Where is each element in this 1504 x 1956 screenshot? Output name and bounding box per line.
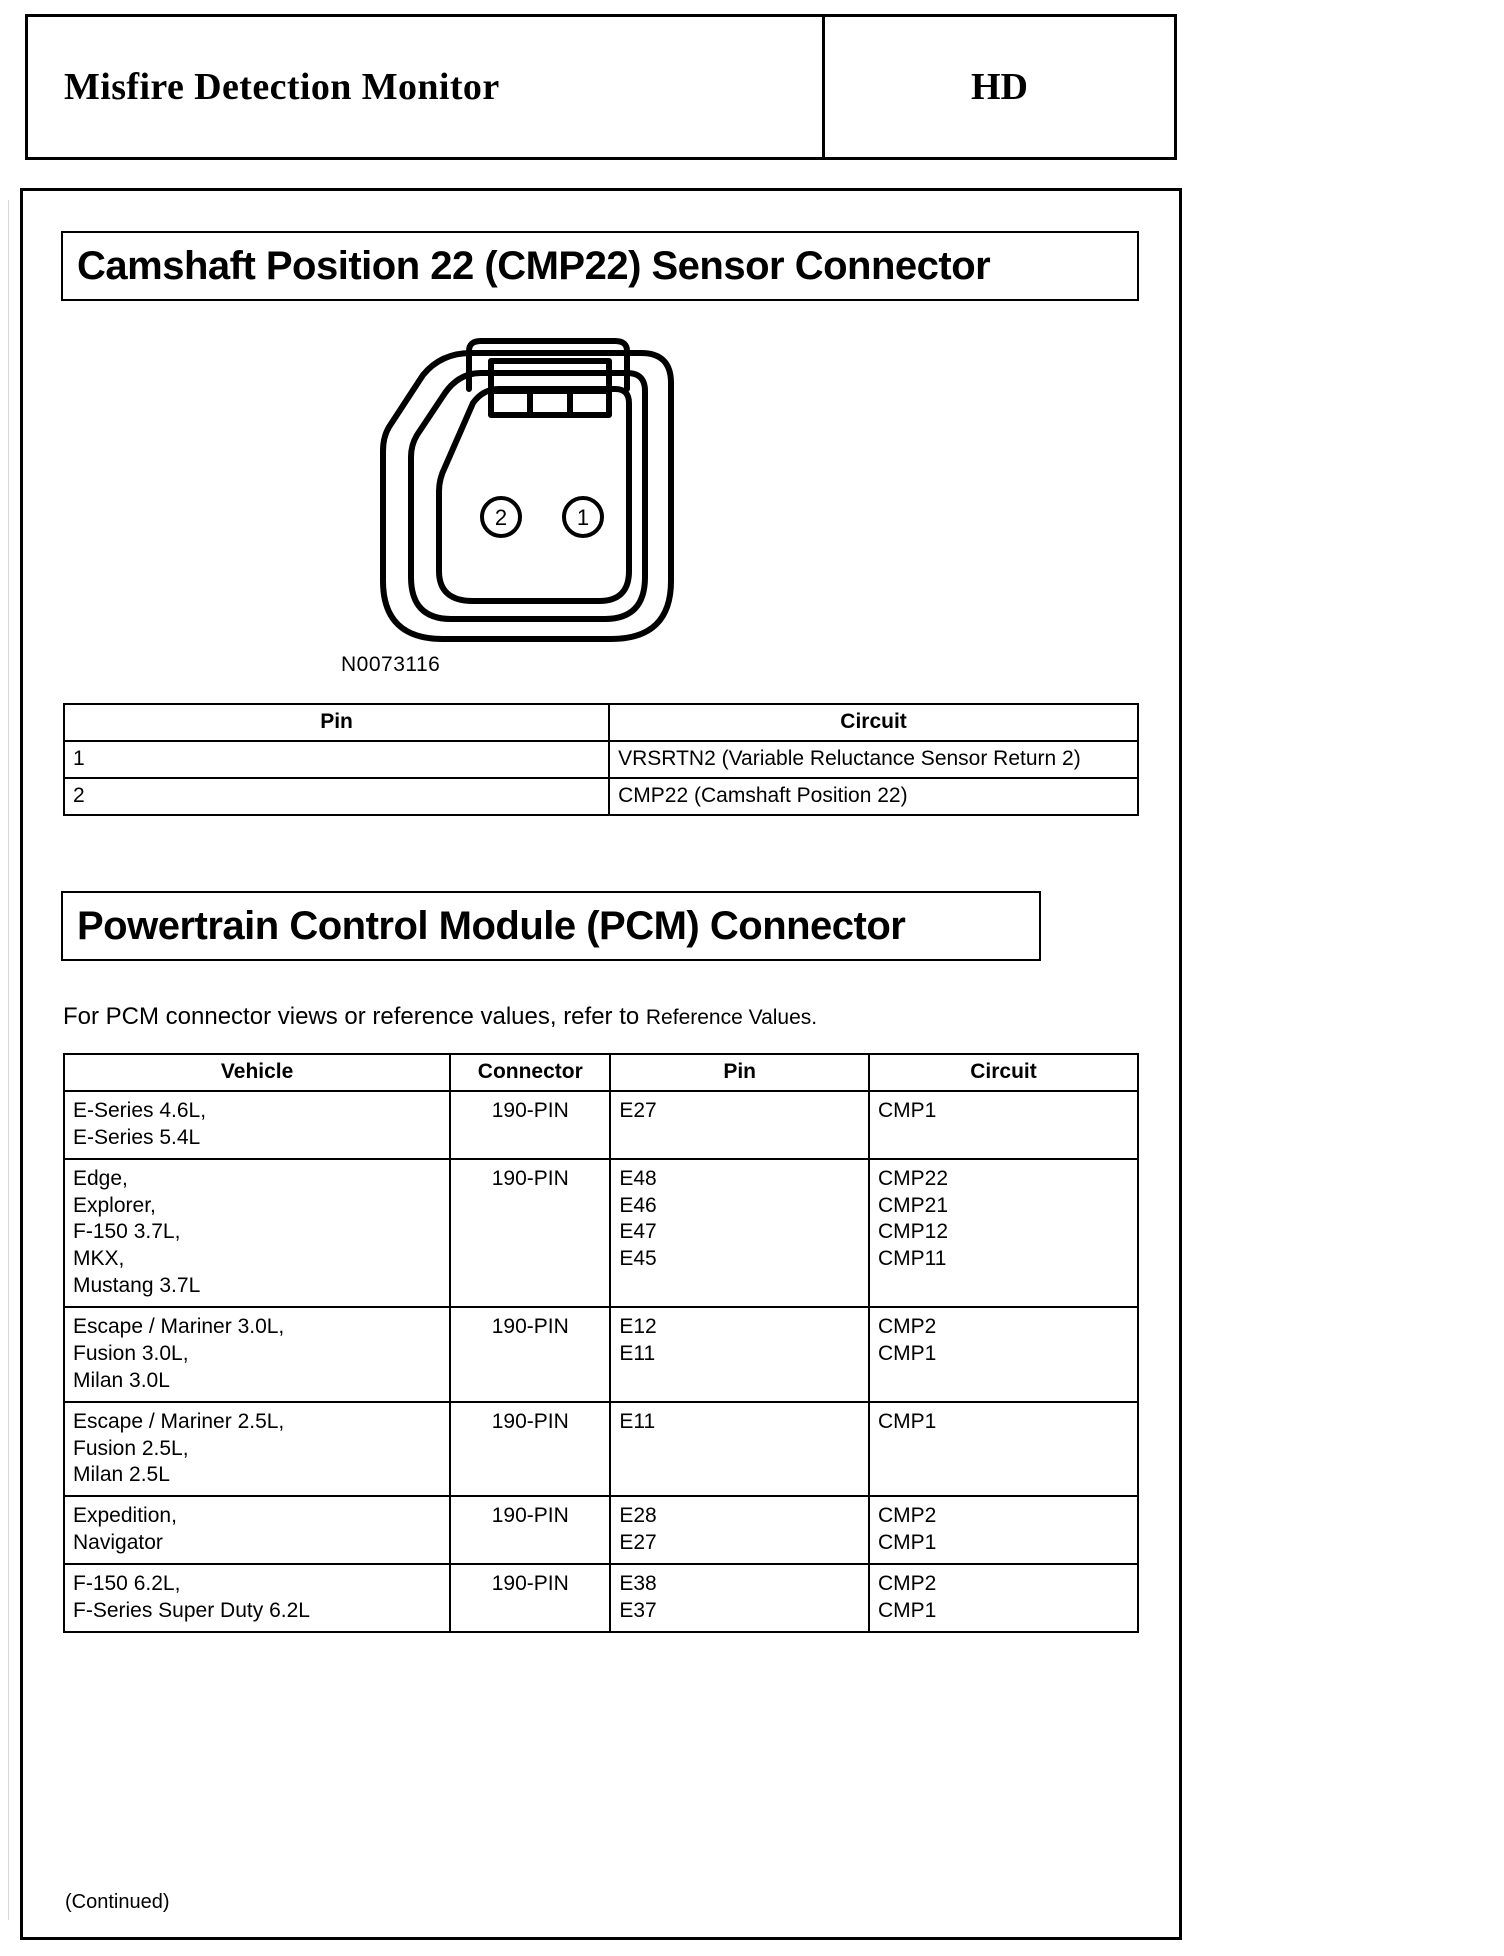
- connector-outer-shell: [380, 350, 674, 642]
- connector-cell: 190-PIN: [449, 1157, 612, 1309]
- header-code-cell: HD: [825, 14, 1177, 160]
- vehicle-cell: Escape / Mariner 3.0L, Fusion 3.0L, Mila…: [62, 1306, 452, 1403]
- connector-cell: 190-PIN: [449, 1563, 612, 1633]
- pin-marker-1-label: 1: [577, 505, 589, 530]
- pin-marker-1-circle: [562, 496, 604, 538]
- cmp22-pin-table: Pin Circuit 1 VRSRTN2 (Variable Reluctan…: [62, 703, 1139, 816]
- cmp22-connector-diagram: 2 1: [323, 331, 743, 661]
- table-row: Expedition, Navigator 190-PIN E28 E27 CM…: [62, 1495, 1140, 1565]
- reference-values-link[interactable]: Reference Values.: [645, 1006, 818, 1029]
- connector-svg: 2 1: [380, 338, 674, 642]
- section-heading-cmp22-label: Camshaft Position 22 (CMP22) Sensor Conn…: [77, 243, 991, 288]
- pin-cell: E28 E27: [609, 1495, 870, 1565]
- connector-cell: 190-PIN: [449, 1400, 612, 1498]
- monitor-code-badge: HD: [971, 66, 1028, 108]
- connector-body: [436, 386, 632, 604]
- circuit-cell: CMP2 CMP1: [867, 1306, 1140, 1403]
- vehicle-cell: Escape / Mariner 2.5L, Fusion 2.5L, Mila…: [62, 1400, 452, 1498]
- figure-id-label: N0073116: [341, 653, 441, 676]
- circuit-cell: CMP1: [867, 1400, 1140, 1498]
- connector-cell: 190-PIN: [449, 1306, 612, 1403]
- pin-table-header-pin: Pin: [62, 703, 611, 742]
- vehicle-cell: E-Series 4.6L, E-Series 5.4L: [62, 1089, 452, 1160]
- vehicle-cell: Expedition, Navigator: [62, 1495, 452, 1565]
- section-heading-cmp22: Camshaft Position 22 (CMP22) Sensor Conn…: [61, 231, 1139, 301]
- section-heading-pcm: Powertrain Control Module (PCM) Connecto…: [61, 891, 1041, 961]
- table-row: 1 VRSRTN2 (Variable Reluctance Sensor Re…: [62, 739, 1139, 779]
- content-frame: Camshaft Position 22 (CMP22) Sensor Conn…: [20, 188, 1182, 1940]
- scan-crease: [8, 200, 9, 1920]
- table-row: Edge, Explorer, F-150 3.7L, MKX, Mustang…: [62, 1157, 1140, 1309]
- circuit-cell: CMP2 CMP1: [867, 1563, 1140, 1633]
- connector-cell: 190-PIN: [449, 1089, 612, 1160]
- pcm-vehicle-table: Vehicle Connector Pin Circuit E-Series 4…: [62, 1053, 1140, 1633]
- pin-table-cell-pin: 1: [62, 739, 611, 779]
- vehicle-table-header-pin: Pin: [609, 1053, 870, 1092]
- continued-label: (Continued): [65, 1891, 170, 1913]
- pin-cell: E38 E37: [609, 1563, 870, 1633]
- pin-table-cell-circuit: VRSRTN2 (Variable Reluctance Sensor Retu…: [608, 739, 1139, 779]
- pin-cell: E11: [609, 1400, 870, 1498]
- pin-table-header-row: Pin Circuit: [62, 703, 1139, 742]
- vehicle-cell: Edge, Explorer, F-150 3.7L, MKX, Mustang…: [62, 1157, 452, 1309]
- pcm-note-text: For PCM connector views or reference val…: [63, 1003, 646, 1030]
- pin-cell: E48 E46 E47 E45: [609, 1157, 870, 1309]
- pin-marker-2-circle: [480, 496, 522, 538]
- connector-inner-shell: [408, 370, 648, 622]
- table-row: E-Series 4.6L, E-Series 5.4L 190-PIN E27…: [62, 1089, 1140, 1160]
- header-title-cell: Misfire Detection Monitor: [25, 14, 825, 160]
- table-row: Escape / Mariner 3.0L, Fusion 3.0L, Mila…: [62, 1306, 1140, 1403]
- circuit-cell: CMP22 CMP21 CMP12 CMP11: [867, 1157, 1140, 1309]
- vehicle-cell: F-150 6.2L, F-Series Super Duty 6.2L: [62, 1563, 452, 1633]
- pin-cell: E27: [609, 1089, 870, 1160]
- table-row: F-150 6.2L, F-Series Super Duty 6.2L 190…: [62, 1563, 1140, 1633]
- connector-latch-outer: [466, 338, 630, 392]
- page-title: Misfire Detection Monitor: [64, 66, 500, 108]
- pin-cell: E12 E11: [609, 1306, 870, 1403]
- section-heading-pcm-label: Powertrain Control Module (PCM) Connecto…: [77, 903, 906, 948]
- vehicle-table-header-circuit: Circuit: [867, 1053, 1140, 1092]
- pin-marker-2-label: 2: [495, 505, 507, 530]
- circuit-cell: CMP1: [867, 1089, 1140, 1160]
- vehicle-table-header-connector: Connector: [449, 1053, 612, 1092]
- page-header: Misfire Detection Monitor HD: [25, 14, 1177, 160]
- table-row: 2 CMP22 (Camshaft Position 22): [62, 776, 1139, 816]
- connector-cell: 190-PIN: [449, 1495, 612, 1565]
- pcm-reference-note: For PCM connector views or reference val…: [63, 1003, 817, 1031]
- connector-pin-markers: 2 1: [480, 496, 604, 538]
- table-row: Escape / Mariner 2.5L, Fusion 2.5L, Mila…: [62, 1400, 1140, 1498]
- vehicle-table-header-vehicle: Vehicle: [62, 1053, 452, 1092]
- circuit-cell: CMP2 CMP1: [867, 1495, 1140, 1565]
- pin-table-cell-pin: 2: [62, 776, 611, 816]
- vehicle-table-header-row: Vehicle Connector Pin Circuit: [62, 1053, 1140, 1092]
- pin-table-cell-circuit: CMP22 (Camshaft Position 22): [608, 776, 1139, 816]
- pin-table-header-circuit: Circuit: [608, 703, 1139, 742]
